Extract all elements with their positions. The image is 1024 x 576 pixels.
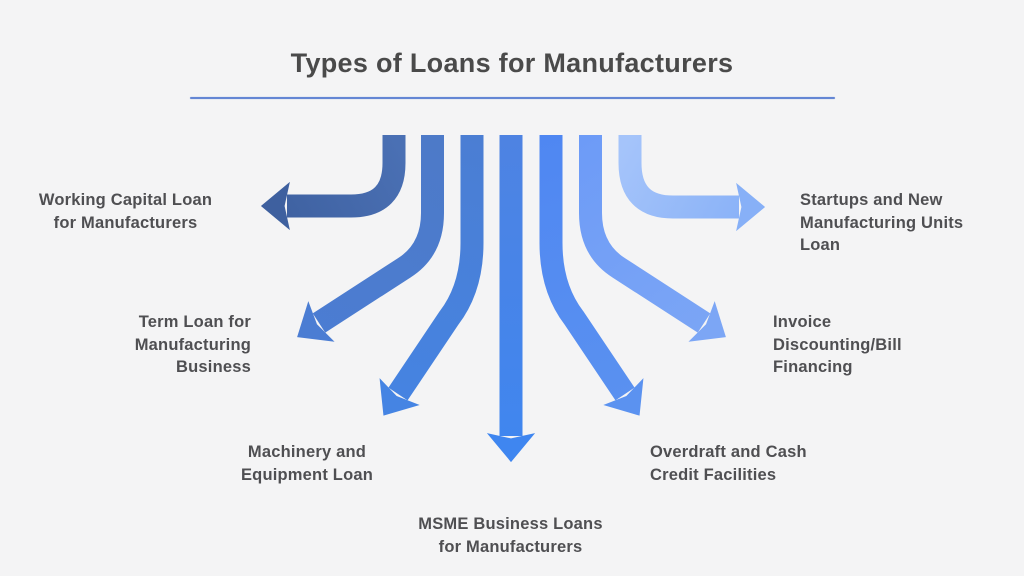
label-working-capital-loan: Working Capital Loan for Manufacturers (33, 189, 218, 234)
label-line: Credit Facilities (650, 465, 777, 484)
page-title: Types of Loans for Manufacturers (290, 48, 734, 78)
label-line: Equipment Loan (240, 465, 374, 484)
label-line: Discounting/Bill (773, 335, 902, 354)
label-line: Loan (800, 236, 841, 254)
label-line: Manufacturing (134, 335, 251, 354)
label-line: Invoice (773, 313, 832, 331)
label-line: Working Capital Loan (38, 191, 213, 209)
label-line: Business (176, 358, 251, 376)
label-msme-business-loans: MSME Business Loans for Manufacturers (413, 513, 608, 558)
label-startups-new-units-loan: Startups and New Manufacturing Units Loa… (800, 189, 985, 257)
arrow-invoice (579, 135, 726, 342)
label-term-loan: Term Loan for Manufacturing Business (115, 311, 251, 379)
label-line: for Manufacturers (53, 213, 198, 232)
label-line: Machinery and (247, 443, 367, 461)
label-line: Startups and New (800, 191, 943, 209)
label-line: for Manufacturers (438, 537, 583, 556)
title-underline (190, 97, 835, 99)
label-overdraft-cash-credit: Overdraft and Cash Credit Facilities (650, 441, 830, 486)
arrow-working-capital (260, 135, 406, 231)
arrow-startups (618, 135, 766, 232)
label-machinery-equipment-loan: Machinery and Equipment Loan (222, 441, 392, 486)
label-line: Overdraft and Cash (650, 443, 807, 461)
label-line: MSME Business Loans (418, 515, 603, 533)
arrow-overdraft (539, 135, 644, 416)
arrow-machinery (379, 135, 484, 416)
label-line: Financing (773, 358, 853, 376)
label-line: Term Loan for (138, 313, 251, 331)
label-invoice-discounting: Invoice Discounting/Bill Financing (773, 311, 933, 379)
label-line: Manufacturing Units (800, 213, 964, 232)
arrow-term-loan (297, 135, 444, 342)
